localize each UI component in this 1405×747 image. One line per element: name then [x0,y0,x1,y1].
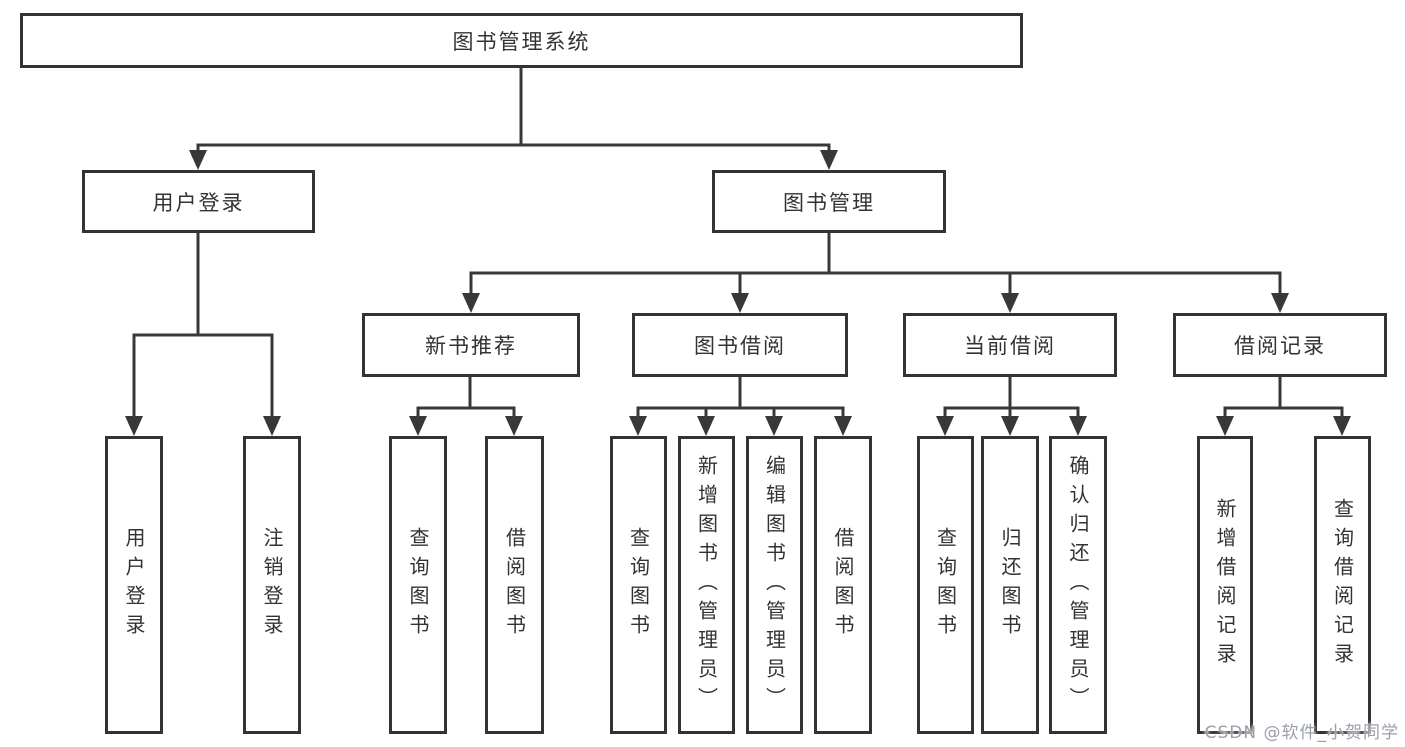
leaf-edit-books-admin-label: 编辑图书（管理员） [762,454,787,716]
leaf-user-login-label: 用户登录 [122,527,146,643]
node-current-borrowing-label: 当前借阅 [964,334,1056,358]
leaf-borrowing-query-books: 查询图书 [610,436,667,734]
leaf-recommend-query-books-label: 查询图书 [406,527,430,643]
node-user-login-label: 用户登录 [152,190,245,215]
node-book-borrowing-label: 图书借阅 [694,334,786,358]
leaf-return-books-label: 归还图书 [998,527,1022,643]
leaf-edit-books-admin: 编辑图书（管理员） [746,436,803,734]
leaf-add-borrow-record: 新增借阅记录 [1197,436,1253,734]
leaf-add-books-admin: 新增图书（管理员） [678,436,735,734]
leaf-logout-label: 注销登录 [260,527,284,643]
node-user-login: 用户登录 [82,170,315,233]
leaf-borrowing-borrow-books: 借阅图书 [814,436,872,734]
node-root-label: 图书管理系统 [452,29,591,54]
node-new-book-recommend-label: 新书推荐 [425,334,517,358]
node-book-management: 图书管理 [712,170,946,233]
leaf-logout: 注销登录 [243,436,301,734]
leaf-recommend-borrow-books: 借阅图书 [485,436,544,734]
node-book-management-label: 图书管理 [783,190,875,215]
leaf-query-borrow-record: 查询借阅记录 [1314,436,1371,734]
node-root: 图书管理系统 [20,13,1023,68]
leaf-recommend-borrow-books-label: 借阅图书 [502,527,527,643]
leaf-confirm-return-admin-label: 确认归还（管理员） [1066,454,1090,716]
leaf-borrowing-query-books-label: 查询图书 [626,527,651,643]
leaf-query-borrow-record-label: 查询借阅记录 [1330,498,1355,672]
watermark: CSDN @软件_小贺同学 [1204,723,1399,743]
leaf-recommend-query-books: 查询图书 [389,436,447,734]
node-borrowing-records-label: 借阅记录 [1234,334,1326,358]
node-new-book-recommend: 新书推荐 [362,313,580,377]
leaf-borrowing-borrow-books-label: 借阅图书 [831,527,855,643]
leaf-current-query-books-label: 查询图书 [933,527,958,643]
leaf-confirm-return-admin: 确认归还（管理员） [1049,436,1107,734]
node-book-borrowing: 图书借阅 [632,313,848,377]
leaf-user-login: 用户登录 [105,436,163,734]
node-current-borrowing: 当前借阅 [903,313,1117,377]
leaf-add-books-admin-label: 新增图书（管理员） [694,454,719,716]
leaf-return-books: 归还图书 [981,436,1039,734]
leaf-current-query-books: 查询图书 [917,436,974,734]
leaf-add-borrow-record-label: 新增借阅记录 [1213,498,1237,672]
node-borrowing-records: 借阅记录 [1173,313,1387,377]
